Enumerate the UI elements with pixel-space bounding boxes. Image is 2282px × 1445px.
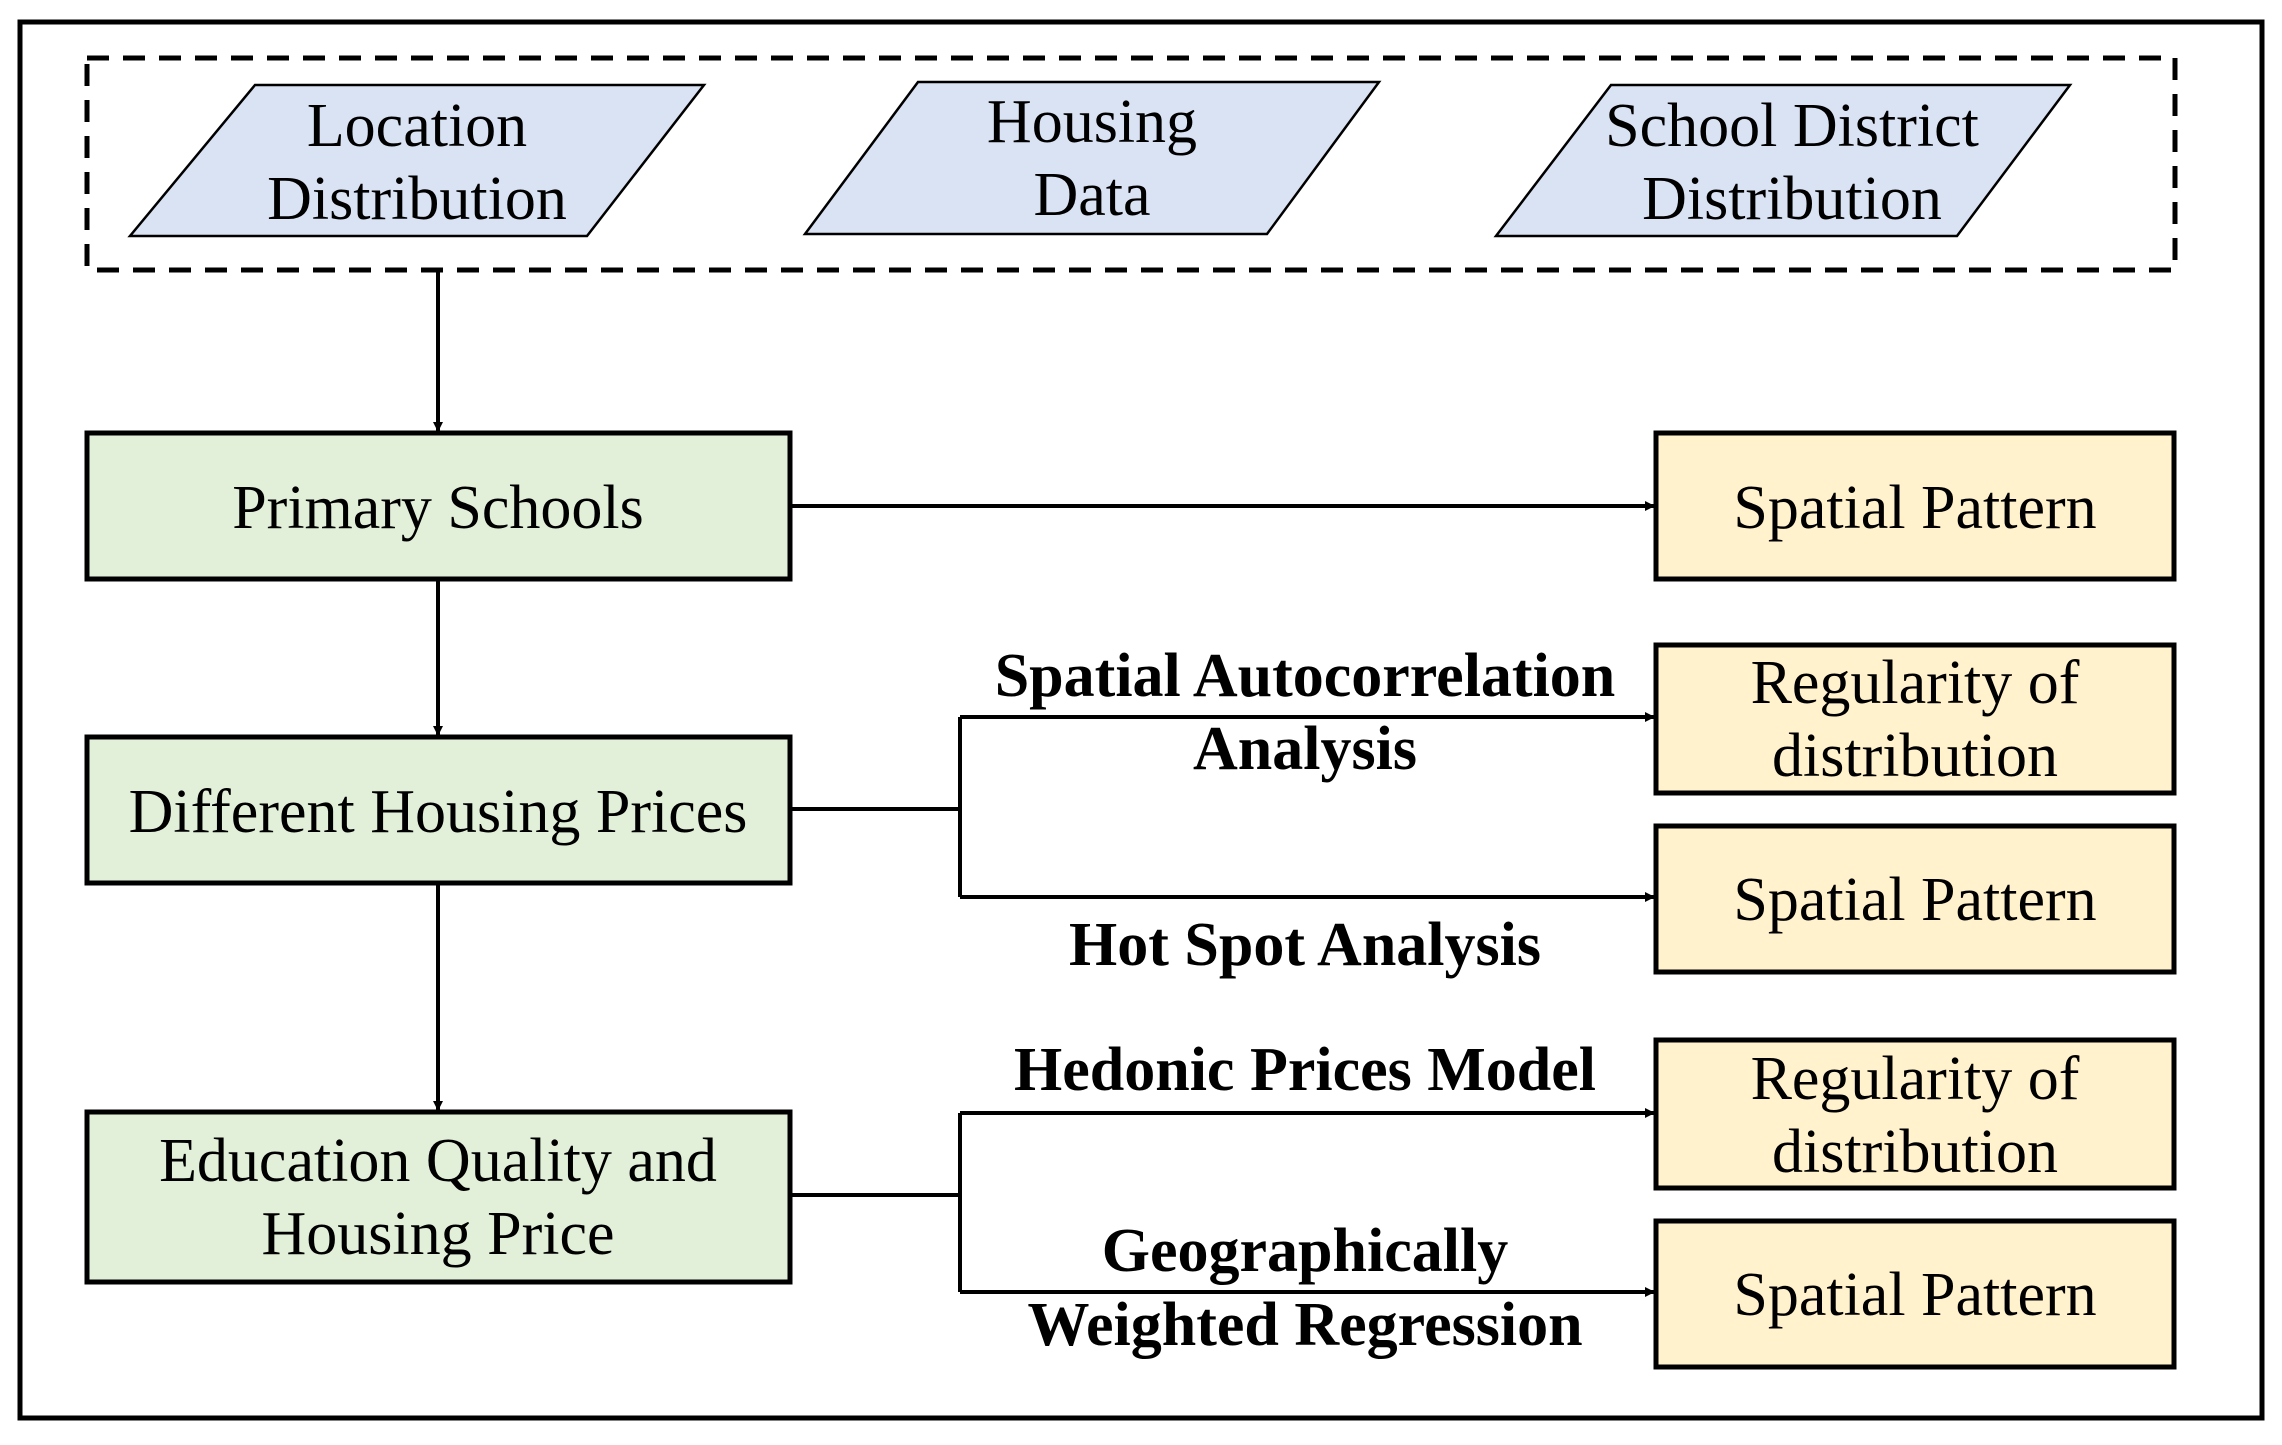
output-spatial-pattern-2: Spatial Pattern	[1653, 823, 2177, 975]
output-label-line2: distribution	[1772, 722, 2058, 790]
output-box	[1653, 1037, 2177, 1191]
process-label-line2: Housing Price	[261, 1200, 614, 1268]
input-data-group	[84, 55, 2178, 273]
output-label-line2: distribution	[1772, 1118, 2058, 1186]
output-box	[1653, 430, 2177, 582]
method-spatial-autocorrelation-line1: Spatial Autocorrelation	[995, 642, 1616, 710]
output-spatial-pattern-1: Spatial Pattern	[1653, 430, 2177, 582]
method-hot-spot-analysis: Hot Spot Analysis	[1069, 911, 1541, 979]
process-label: Different Housing Prices	[129, 778, 748, 846]
method-gwr-line1: Geographically	[1102, 1217, 1508, 1285]
input-shape	[1493, 83, 2073, 238]
input-location-distribution: Location Distribution	[127, 83, 707, 238]
output-box	[1653, 823, 2177, 975]
input-label-line2: Data	[1033, 161, 1150, 229]
process-different-housing-prices: Different Housing Prices	[84, 734, 793, 886]
method-hedonic-prices-model: Hedonic Prices Model	[1014, 1036, 1596, 1104]
output-label-line1: Regularity of	[1751, 649, 2080, 717]
input-shape	[127, 83, 707, 238]
output-spatial-pattern-3: Spatial Pattern	[1653, 1218, 2177, 1370]
outer-frame	[17, 19, 2265, 1421]
process-label: Primary Schools	[232, 474, 644, 542]
input-label-line1: Housing	[987, 88, 1197, 156]
output-regularity-2: Regularity of distribution	[1653, 1037, 2177, 1191]
process-label-line1: Education Quality and	[159, 1127, 717, 1195]
method-spatial-autocorrelation-line2: Analysis	[1193, 715, 1417, 783]
output-label: Spatial Pattern	[1733, 1261, 2096, 1329]
process-education-quality-housing-price: Education Quality and Housing Price	[84, 1109, 793, 1285]
input-housing-data: Housing Data	[802, 80, 1382, 236]
process-primary-schools: Primary Schools	[84, 430, 793, 582]
input-label-line2: Distribution	[1642, 165, 1942, 233]
output-box	[1653, 642, 2177, 796]
input-label-line2: Distribution	[267, 165, 567, 233]
input-shape	[802, 80, 1382, 236]
method-gwr-line2: Weighted Regression	[1027, 1291, 1582, 1359]
output-label: Spatial Pattern	[1733, 866, 2096, 934]
output-box	[1653, 1218, 2177, 1370]
input-label-line1: School District	[1605, 92, 1979, 160]
output-label-line1: Regularity of	[1751, 1045, 2080, 1113]
input-school-district-distribution: School District Distribution	[1493, 83, 2073, 238]
output-label: Spatial Pattern	[1733, 474, 2096, 542]
process-box	[84, 430, 793, 582]
output-regularity-1: Regularity of distribution	[1653, 642, 2177, 796]
input-label-line1: Location	[307, 92, 527, 160]
